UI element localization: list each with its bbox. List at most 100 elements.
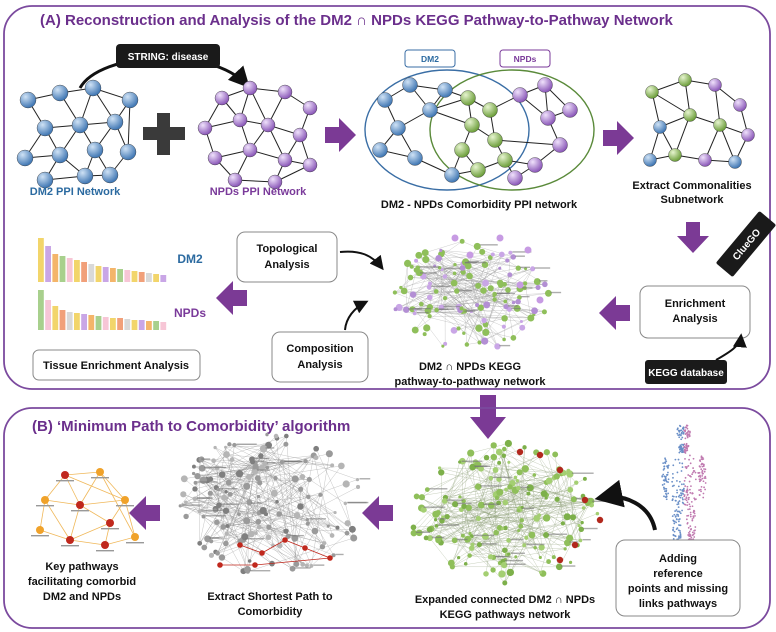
network-node [501, 453, 507, 459]
node-label-mark [36, 505, 54, 507]
figure-dot [664, 457, 666, 460]
network-node [551, 555, 556, 560]
network-node [493, 529, 499, 536]
figure-dot [686, 501, 689, 504]
node-label-mark [309, 518, 327, 520]
node-label-mark [458, 289, 472, 291]
tissue-bars-npds [38, 290, 167, 330]
network-node [322, 541, 327, 546]
adding-label-3: points and missing [628, 583, 728, 595]
network-node [466, 272, 473, 280]
network-edge [313, 455, 333, 536]
network-edge [217, 537, 269, 554]
figure-dot [661, 484, 664, 486]
figure-dot [672, 464, 675, 467]
network-node [119, 143, 137, 161]
figure-dot [682, 443, 685, 446]
network-edge [456, 289, 534, 315]
node-label-mark [419, 266, 440, 268]
tissue-bar [95, 316, 102, 330]
node-label-mark [431, 536, 445, 539]
network-edge [127, 99, 131, 153]
network-node [192, 486, 198, 492]
network-edge [504, 540, 509, 583]
network-node [426, 284, 432, 290]
network-edge [471, 534, 532, 549]
network-node [433, 517, 438, 522]
node-label-mark [257, 469, 270, 471]
network-node [456, 326, 461, 331]
network-edge [540, 473, 571, 573]
figure-dot [674, 458, 677, 461]
network-edge [539, 507, 584, 516]
node-label-mark [506, 563, 526, 565]
network-edge [416, 269, 518, 309]
network-node [201, 544, 208, 551]
node-label-mark [511, 307, 521, 310]
network-node [482, 328, 490, 337]
figure-dot [689, 430, 691, 433]
network-node [433, 289, 439, 294]
figure-dot [664, 475, 667, 478]
figure-dot [674, 515, 677, 518]
network-node [282, 537, 288, 543]
network-edge [557, 499, 570, 539]
topological-label-2: Analysis [264, 259, 309, 271]
network-edge [503, 455, 525, 546]
network-node [265, 465, 270, 470]
network-node [418, 494, 426, 501]
network-edge [463, 500, 532, 536]
node-label-mark [220, 503, 240, 506]
network-node [222, 507, 230, 514]
figure-dot [681, 447, 683, 450]
network-edge [282, 462, 297, 565]
figure-dot [678, 436, 681, 439]
network-node [516, 281, 524, 289]
tissue-bar [110, 268, 116, 282]
network-edge [421, 289, 457, 305]
network-node [458, 495, 462, 499]
network-node [505, 287, 511, 293]
flow-arrow-4 [599, 296, 630, 330]
network-node [482, 279, 489, 287]
network-node [291, 475, 299, 483]
network-node [435, 509, 441, 516]
network-edge [467, 457, 494, 540]
topological-arrow [339, 250, 384, 271]
network-node [204, 535, 211, 543]
node-label-mark [480, 485, 502, 487]
network-edge [214, 459, 233, 511]
network-edge [261, 539, 286, 554]
network-edge [99, 471, 136, 538]
figure-dot [692, 516, 695, 519]
network-edge [429, 315, 531, 319]
network-edge [485, 324, 498, 347]
figure-dot [684, 452, 687, 454]
figure-dot [681, 430, 684, 433]
figure-dot [680, 470, 683, 472]
figure-dot [700, 468, 703, 471]
tissue-bars-dm2 [38, 238, 167, 282]
figure-dot [663, 465, 666, 468]
network-node [407, 150, 423, 166]
figure-dot [672, 526, 675, 529]
node-label-mark [126, 542, 144, 544]
network-node [106, 113, 124, 131]
network-node [496, 234, 504, 242]
network-node [568, 560, 573, 565]
network-node [492, 294, 496, 298]
network-node [498, 266, 502, 270]
network-node [546, 559, 552, 564]
figure-dot [700, 455, 703, 458]
network-edge [243, 539, 293, 569]
node-label-mark [423, 506, 446, 508]
node-label-mark [473, 534, 495, 537]
network-edge [203, 444, 235, 481]
network-edge [475, 461, 541, 573]
network-edge [247, 503, 250, 572]
network-node [393, 307, 398, 312]
network-node [526, 484, 534, 492]
flow-arrow-5 [216, 281, 247, 315]
network-edge [485, 299, 495, 333]
network-edge [292, 455, 314, 569]
